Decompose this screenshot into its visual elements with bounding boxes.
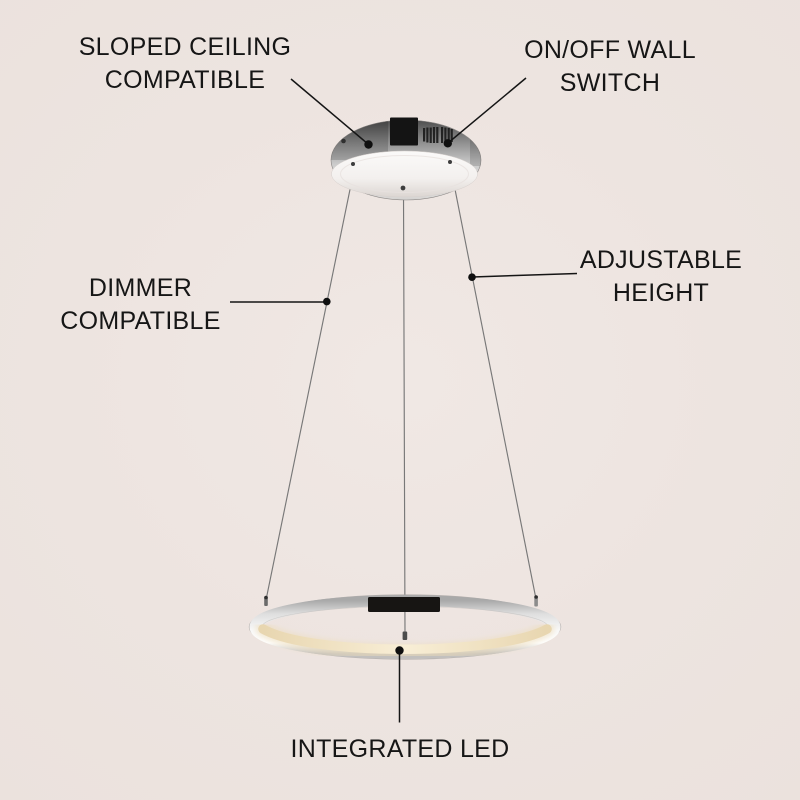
canopy-underside [331, 150, 478, 198]
callout-line-adjustable-height [472, 272, 578, 278]
suspension-cables [265, 163, 537, 635]
ring-cable-fittings [264, 595, 538, 640]
suspension-cable-right [449, 163, 537, 600]
callout-line-wall-switch [447, 77, 527, 144]
cable-anchors [351, 160, 452, 191]
driver-box [368, 597, 440, 612]
junction-box [390, 117, 418, 146]
canopy-screw [341, 138, 346, 144]
callout-dot-sloped-ceiling [364, 140, 373, 149]
callouts [230, 77, 578, 723]
ceiling-canopy [330, 117, 482, 201]
suspension-cable-center [402, 190, 406, 635]
vent-slots [423, 127, 453, 143]
callout-dot-wall-switch [443, 139, 452, 148]
label-adjustable-height: ADJUSTABLE HEIGHT [579, 246, 743, 307]
canopy-shading-right [470, 120, 481, 166]
label-dimmer-compatible: DIMMER COMPATIBLE [60, 274, 221, 335]
led-ring [248, 594, 562, 660]
canopy-underside-detail [340, 155, 469, 193]
label-integrated-led: INTEGRATED LED [290, 735, 510, 763]
ring-outer-edge [248, 594, 562, 660]
suspension-cable-left [265, 164, 356, 601]
callout-dot-adjustable-height [468, 273, 476, 282]
led-glow-strip [258, 624, 552, 654]
label-sloped-ceiling-compatible: SLOPED CEILING COMPATIBLE [78, 33, 292, 94]
callout-dot-dimmer [323, 297, 331, 306]
callout-line-sloped-ceiling [290, 78, 369, 145]
callout-dot-integrated-led [395, 646, 404, 655]
label-on-off-wall-switch: ON/OFF WALL SWITCH [524, 36, 696, 97]
